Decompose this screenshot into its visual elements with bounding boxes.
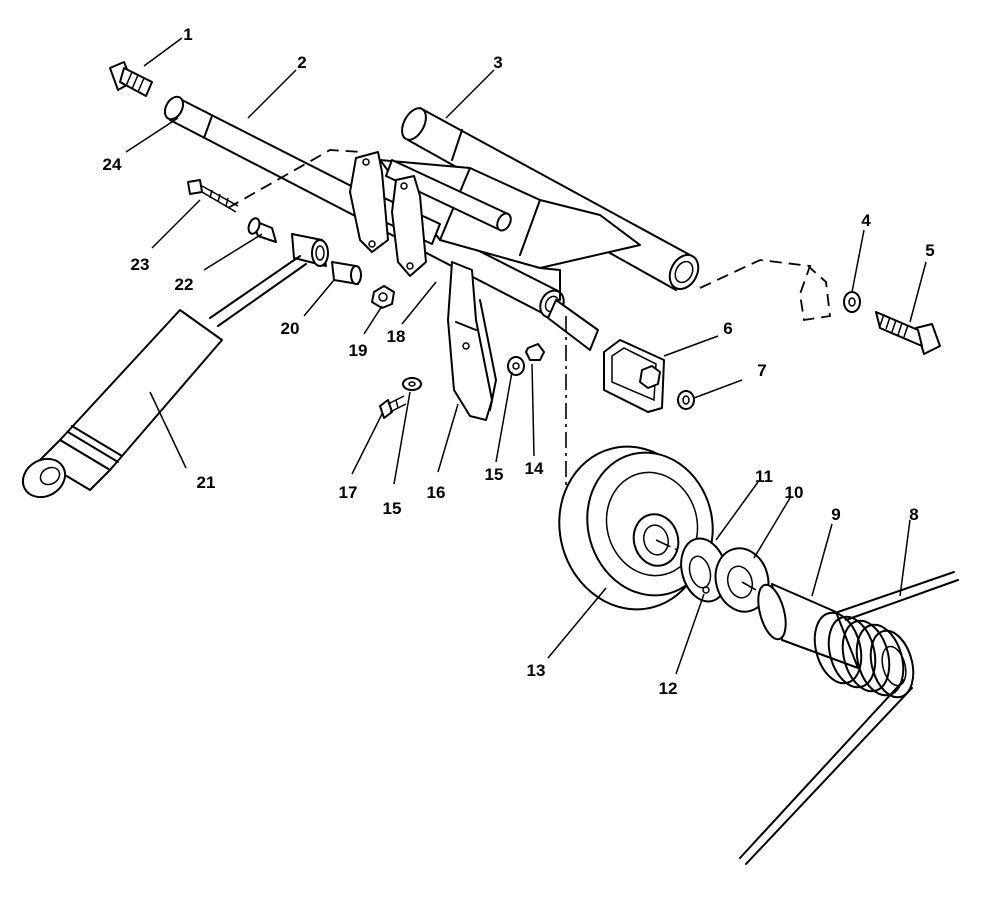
screw-drawing	[379, 395, 407, 419]
callout-18: 18	[387, 327, 406, 346]
torsion-spring-drawing	[739, 571, 959, 865]
square-plate-drawing	[603, 339, 665, 413]
shock-absorber-drawing	[21, 255, 307, 499]
washer-small-drawing	[677, 390, 695, 410]
callout-11: 11	[755, 467, 773, 486]
callout-8: 8	[909, 505, 918, 524]
callout-17: 17	[339, 483, 358, 502]
idler-pulley-drawing	[558, 445, 714, 611]
spacer-sleeve-drawing	[247, 217, 277, 243]
nut-drawing	[525, 343, 545, 361]
pivot-arm-drawing	[349, 151, 427, 277]
flat-washer-right-drawing	[507, 356, 525, 376]
bolt-top-drawing	[109, 61, 153, 97]
callout-labels: 1 2 3 4 5 6 7 8 9 10 11 12 13 14 15 16 1…	[103, 25, 935, 698]
long-bolt-drawing	[187, 179, 239, 213]
assembly-dash-left	[227, 149, 363, 209]
callout-15-left: 15	[383, 499, 402, 518]
spring-sleeve-drawing	[757, 583, 859, 669]
callout-10: 10	[785, 483, 804, 502]
assembly-dash-right	[699, 259, 831, 322]
callout-23: 23	[131, 255, 150, 274]
callout-21: 21	[197, 473, 216, 492]
lock-washer-drawing	[843, 291, 861, 313]
callout-2: 2	[297, 53, 306, 72]
bolt-right-drawing	[875, 311, 941, 355]
callout-12: 12	[659, 679, 678, 698]
callout-22: 22	[175, 275, 194, 294]
spacer-ring-drawing	[714, 547, 770, 613]
flat-washer-left-drawing	[402, 377, 422, 391]
callout-1: 1	[183, 25, 192, 44]
callout-6: 6	[723, 319, 732, 338]
callout-7: 7	[757, 361, 766, 380]
callout-5: 5	[925, 241, 934, 260]
callout-3: 3	[493, 53, 502, 72]
frame-body	[371, 159, 641, 301]
bushing-drawing	[291, 233, 362, 285]
callout-20: 20	[281, 319, 300, 338]
mounting-bracket-drawing	[447, 261, 497, 421]
leader-lines	[125, 37, 927, 675]
ring-axis-line	[741, 581, 771, 599]
callout-9: 9	[831, 505, 840, 524]
callout-13: 13	[527, 661, 546, 680]
callout-16: 16	[427, 483, 446, 502]
callout-24: 24	[103, 155, 122, 174]
callout-14: 14	[525, 459, 544, 478]
hex-nut-drawing	[371, 285, 395, 309]
callout-19: 19	[349, 341, 368, 360]
callout-15-right: 15	[485, 465, 504, 484]
callout-4: 4	[861, 211, 871, 230]
